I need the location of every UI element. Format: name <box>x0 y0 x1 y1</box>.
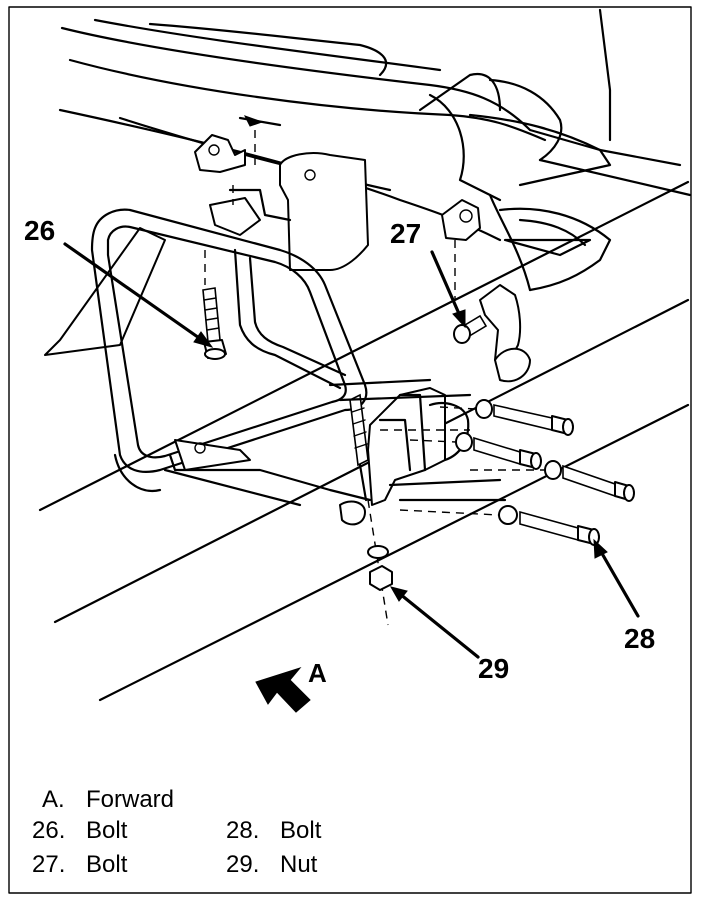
bolt-28-b <box>455 432 542 470</box>
legend-text-27: Bolt <box>86 851 128 878</box>
adjuster-screw <box>349 393 369 502</box>
fender-clip-bracket <box>441 199 531 383</box>
legend-key-26: 26. <box>32 817 65 844</box>
callout-29: 29 <box>478 653 509 684</box>
headlamp-housing <box>44 208 372 526</box>
legend-text-forward: Forward <box>86 786 174 813</box>
side-mount-bracket <box>328 378 507 506</box>
legend-text-28: Bolt <box>280 817 322 844</box>
bolt-28-a <box>475 399 574 436</box>
callout-26: 26 <box>24 215 55 246</box>
legend-key-29: 29. <box>226 851 259 878</box>
bolt-28-set <box>399 399 635 546</box>
leader-arrows <box>63 242 640 659</box>
legend-text-29: Nut <box>280 851 318 878</box>
bolt-28-d <box>498 505 600 546</box>
callout-28: 28 <box>624 623 655 654</box>
bolt-26 <box>202 250 227 360</box>
callout-27: 27 <box>390 218 421 249</box>
legend-key-27: 27. <box>32 851 65 878</box>
bolt-27 <box>453 314 488 344</box>
legend-key-28: 28. <box>226 817 259 844</box>
legend: A. Forward 26. Bolt 27. Bolt 28. Bolt 29… <box>32 786 322 878</box>
nut-29 <box>367 499 393 626</box>
legend-key-a: A. <box>42 786 65 813</box>
fender-sheet-metal <box>38 8 692 702</box>
upper-mount-bracket <box>194 115 369 271</box>
bolt-28-c <box>544 460 635 502</box>
legend-text-26: Bolt <box>86 817 128 844</box>
diagram-frame <box>8 6 692 894</box>
forward-arrow-label: A <box>308 658 327 688</box>
forward-arrow-icon <box>255 667 311 713</box>
